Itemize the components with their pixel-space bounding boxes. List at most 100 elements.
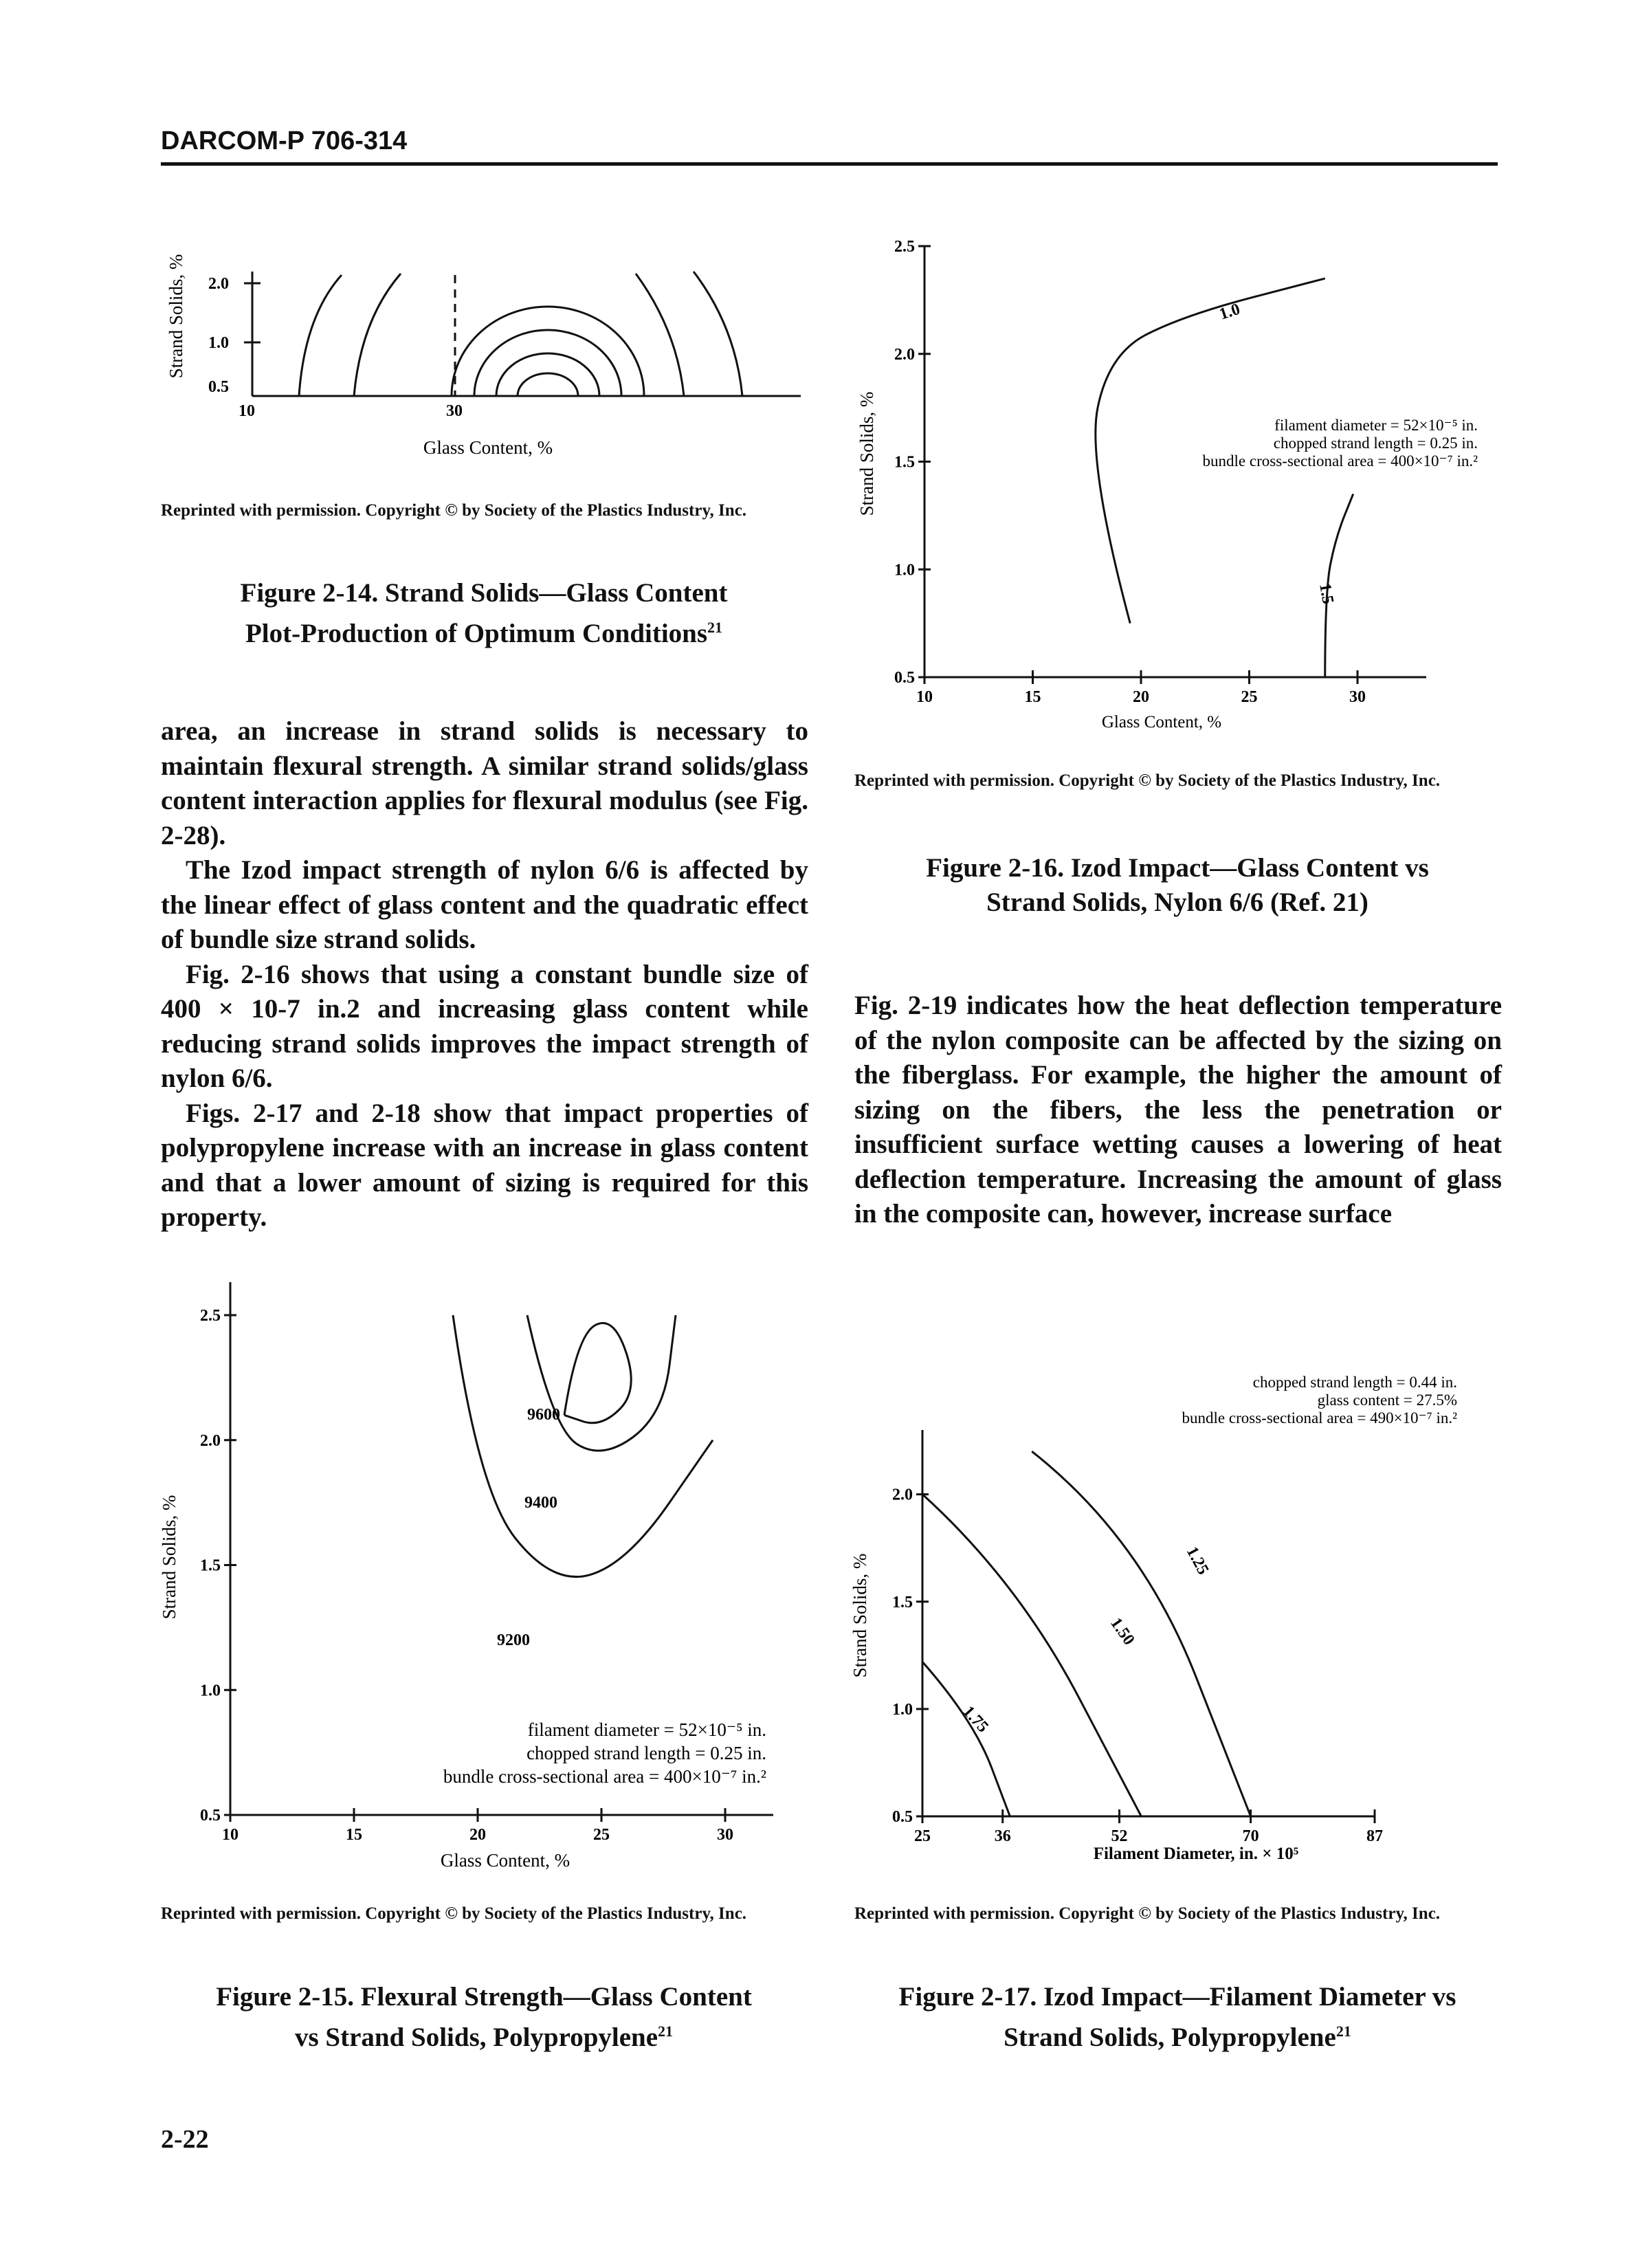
contour-curve (516, 372, 579, 397)
contour-line-9200 (452, 1314, 714, 1578)
x-tick: 10 (239, 402, 255, 420)
note-line: glass content = 27.5% (1318, 1391, 1457, 1409)
figure-2-16-plot: Strand Solids, % 2.5 2.0 1.5 1.0 0.5 10 15 20 2… (856, 238, 1478, 731)
y-tick-label: 1.5 (200, 1557, 221, 1575)
x-tick-label: 30 (717, 1826, 733, 1844)
x-tick-label: 20 (1133, 688, 1149, 706)
page-number: 2-22 (161, 2125, 209, 2154)
figure-2-14-plot: Strand Solids, % 2.0 1.0 0.5 10 30 Glass… (166, 254, 801, 458)
contour-line-1-25 (1031, 1451, 1252, 1817)
y-axis-label: Strand Solids, % (856, 392, 877, 516)
note-line: chopped strand length = 0.25 in. (527, 1743, 766, 1763)
contour-line-9600 (563, 1321, 632, 1424)
y-tick: 0.5 (208, 378, 229, 396)
x-tick-label: 10 (222, 1826, 239, 1844)
paragraph: area, an increase in strand solids is ne… (161, 716, 808, 850)
contour-label: 1.25 (1183, 1544, 1212, 1578)
x-tick-label: 25 (914, 1827, 931, 1845)
note-line: bundle cross-sectional area = 490×10⁻⁷ i… (1182, 1409, 1458, 1427)
x-tick: 30 (446, 402, 463, 420)
y-tick-label: 1.0 (894, 561, 915, 579)
figure-2-17-caption: Figure 2-17. Izod Impact—Filament Diamet… (854, 1980, 1500, 2055)
contour-label: 1.5 (1316, 582, 1337, 606)
contour-curve (298, 274, 343, 397)
caption-line: Figure 2-14. Strand Solids—Glass Content (240, 578, 728, 608)
y-tick-label: 2.0 (892, 1486, 913, 1504)
paragraph: Fig. 2-16 shows that using a constant bu… (161, 959, 808, 1094)
y-axis-label: Strand Solids, % (166, 254, 186, 379)
y-tick-label: 0.5 (894, 669, 915, 687)
caption-ref: 21 (707, 619, 723, 636)
contour-label: 9600 (527, 1406, 560, 1424)
y-tick-label: 1.5 (894, 454, 915, 472)
header-rule (161, 162, 1498, 166)
y-tick-label: 2.0 (894, 346, 915, 364)
x-tick-label: 15 (346, 1826, 362, 1844)
note-line: bundle cross-sectional area = 400×10⁻⁷ i… (443, 1766, 766, 1787)
contour-curve (353, 273, 402, 397)
x-axis-label: Filament Diameter, in. × 10⁵ (1094, 1845, 1299, 1863)
paragraph: Fig. 2-19 indicates how the heat deflect… (854, 991, 1502, 1229)
figure-2-17-plot: Strand Solids, % 2.0 1.5 1.0 0.5 25 36 52 70 87… (850, 1374, 1458, 1863)
contour-line-1-50 (921, 1493, 1142, 1817)
figure-2-14-caption: Figure 2-14. Strand Solids—Glass Content… (161, 576, 807, 651)
contour-curve (473, 329, 623, 397)
note-line: chopped strand length = 0.44 in. (1253, 1374, 1457, 1391)
x-tick-label: 70 (1243, 1827, 1259, 1845)
y-tick-label: 1.0 (892, 1701, 913, 1719)
contour-line-1-0 (1094, 277, 1326, 624)
figure-2-15-caption: Figure 2-15. Flexural Strength—Glass Con… (161, 1980, 807, 2055)
caption-line: Plot-Production of Optimum Conditions21 (245, 619, 723, 648)
figure-2-17-credit: Reprinted with permission. Copyright © b… (854, 1904, 1441, 1923)
x-tick-label: 87 (1366, 1827, 1383, 1845)
y-tick-label: 2.0 (200, 1432, 221, 1450)
contour-curve (495, 352, 601, 397)
contour-label: 1.75 (960, 1703, 992, 1737)
caption-line: Figure 2-16. Izod Impact—Glass Content v… (926, 853, 1429, 883)
caption-ref: 21 (658, 2023, 674, 2040)
caption-line: Figure 2-17. Izod Impact—Filament Diamet… (898, 1982, 1456, 2012)
x-tick-label: 10 (916, 688, 933, 706)
x-tick-label: 20 (469, 1826, 486, 1844)
y-tick-label: 0.5 (892, 1808, 913, 1826)
figure-2-15-credit: Reprinted with permission. Copyright © b… (161, 1904, 747, 1923)
contour-curve (634, 273, 685, 397)
x-tick-label: 30 (1349, 688, 1366, 706)
y-tick: 2.0 (208, 275, 229, 293)
caption-line: Strand Solids, Nylon 6/6 (Ref. 21) (986, 888, 1369, 917)
y-tick-label: 1.0 (200, 1682, 221, 1699)
x-axis-label: Glass Content, % (441, 1850, 570, 1871)
y-axis-label: Strand Solids, % (850, 1554, 870, 1678)
document-header: DARCOM-P 706-314 (161, 126, 408, 155)
left-body-text: area, an increase in strand solids is ne… (161, 714, 808, 1235)
y-tick-label: 1.5 (892, 1594, 913, 1611)
y-tick: 1.0 (208, 334, 229, 352)
note-line: bundle cross-sectional area = 400×10⁻⁷ i… (1203, 452, 1478, 470)
contour-line-1-5 (1324, 493, 1355, 678)
caption-line: vs Strand Solids, Polypropylene21 (294, 2023, 674, 2052)
contour-label: 9200 (497, 1631, 530, 1649)
contour-label: 1.50 (1107, 1615, 1138, 1649)
x-tick-label: 15 (1025, 688, 1041, 706)
contour-curve (692, 271, 744, 397)
x-axis-label: Glass Content, % (1102, 713, 1221, 731)
y-tick-label: 2.5 (894, 238, 915, 256)
contour-label: 9400 (524, 1494, 557, 1512)
contour-line-1-75 (921, 1661, 1011, 1817)
y-tick-label: 0.5 (200, 1807, 221, 1825)
right-body-text: Fig. 2-19 indicates how the heat deflect… (854, 989, 1502, 1232)
figure-2-16-credit: Reprinted with permission. Copyright © b… (854, 771, 1441, 790)
x-axis-label: Glass Content, % (423, 437, 553, 458)
contour-label: 1.0 (1217, 300, 1243, 324)
figure-2-14-credit: Reprinted with permission. Copyright © b… (161, 501, 747, 520)
paragraph: Figs. 2-17 and 2-18 show that impact pro… (161, 1098, 808, 1233)
x-tick-label: 25 (1241, 688, 1258, 706)
x-tick-label: 52 (1111, 1827, 1128, 1845)
x-tick-label: 36 (995, 1827, 1011, 1845)
caption-line: Figure 2-15. Flexural Strength—Glass Con… (216, 1982, 752, 2012)
note-line: filament diameter = 52×10⁻⁵ in. (528, 1719, 766, 1740)
caption-line: Strand Solids, Polypropylene21 (1004, 2023, 1351, 2052)
paragraph: The Izod impact strength of nylon 6/6 is… (161, 855, 808, 954)
figure-2-16-caption: Figure 2-16. Izod Impact—Glass Content v… (854, 851, 1500, 920)
